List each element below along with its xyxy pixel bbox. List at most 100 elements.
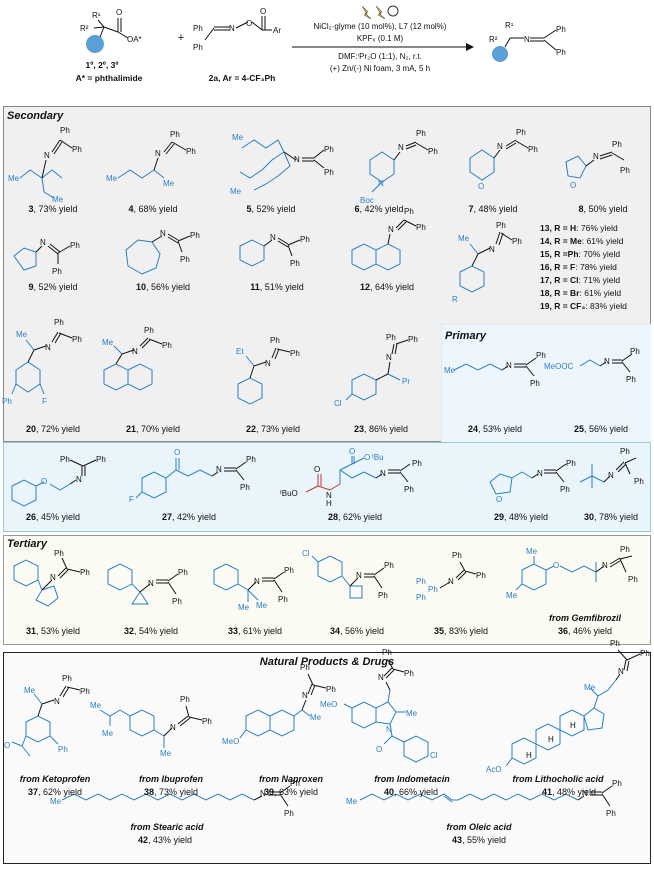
svg-text:N: N: [170, 723, 176, 732]
svg-text:N: N: [160, 229, 166, 238]
svg-text:Ph: Ph: [384, 561, 394, 570]
svg-text:Ph: Ph: [416, 593, 426, 602]
svg-text:N: N: [260, 789, 266, 798]
r2-label: R²: [80, 24, 89, 33]
reactant-2-structure: Ph Ph N O O Ar: [193, 7, 281, 52]
svg-text:O: O: [364, 453, 370, 462]
svg-text:Ph: Ph: [634, 477, 644, 486]
svg-text:Ph: Ph: [284, 566, 294, 575]
svg-text:Ph: Ph: [186, 147, 196, 156]
r-series-18: 18, R = Br: 61% yield: [540, 288, 622, 298]
svg-text:Me: Me: [24, 686, 36, 695]
compound-23-label: 23, 86% yield: [353, 424, 409, 434]
svg-text:N: N: [45, 343, 51, 352]
svg-text:N: N: [76, 475, 82, 484]
svg-text:N: N: [604, 357, 610, 366]
section-title-natural: Natural Products & Drugs: [259, 656, 395, 668]
svg-text:Ph: Ph: [70, 241, 80, 250]
svg-text:O: O: [349, 447, 355, 456]
svg-text:Ph: Ph: [190, 231, 200, 240]
svg-text:Ph: Ph: [416, 223, 426, 232]
compound-33-label: 33, 61% yield: [227, 626, 283, 636]
svg-text:Ph: Ph: [54, 318, 64, 327]
compound-31-label: 31, 53% yield: [25, 626, 81, 636]
compound-43-label: 43, 55% yield: [451, 835, 507, 845]
svg-text:Ph: Ph: [404, 669, 414, 678]
svg-text:N: N: [132, 347, 138, 356]
svg-text:Ph: Ph: [476, 571, 486, 580]
svg-text:Ph: Ph: [80, 687, 90, 696]
compound-37-label: 37, 62% yield: [27, 787, 83, 797]
svg-text:Ph: Ph: [2, 397, 12, 406]
r-series-14: 14, R = Me: 61% yield: [540, 236, 624, 246]
product-ph2: Ph: [556, 48, 566, 57]
svg-text:Me: Me: [584, 683, 596, 692]
compound-3-label: 3, 73% yield: [28, 204, 78, 214]
svg-text:Ph: Ph: [96, 455, 106, 464]
svg-text:N: N: [44, 151, 50, 160]
svg-text:Ph: Ph: [60, 126, 70, 135]
svg-text:Ph: Ph: [404, 207, 414, 216]
svg-text:N: N: [216, 465, 222, 474]
svg-text:Ph: Ph: [620, 545, 630, 554]
svg-text:Ph: Ph: [54, 549, 64, 558]
svg-text:F: F: [42, 397, 47, 406]
svg-text:N: N: [388, 225, 394, 234]
compound-40-label: 40, 66% yield: [383, 787, 439, 797]
compound-27-label: 27, 42% yield: [161, 512, 217, 522]
svg-text:Ph: Ph: [300, 235, 310, 244]
phthalimide-label: A* = phthalimide: [75, 73, 143, 83]
svg-text:Ph: Ph: [452, 551, 462, 560]
svg-text:R: R: [452, 295, 458, 304]
svg-text:Ph: Ph: [530, 379, 540, 388]
svg-text:Ph: Ph: [290, 349, 300, 358]
svg-text:Me: Me: [102, 338, 114, 347]
svg-text:N: N: [380, 469, 386, 478]
compound-26-label: 26, 45% yield: [25, 512, 81, 522]
compound-28-label: 28, 62% yield: [327, 512, 383, 522]
svg-text:Cl: Cl: [334, 399, 342, 408]
svg-text:Me: Me: [444, 366, 456, 375]
compound-7-label: 7, 48% yield: [468, 204, 518, 214]
r-series-list: 13, R = H: 76% yield 14, R = Me: 61% yie…: [540, 222, 627, 313]
svg-text:Cl: Cl: [430, 751, 438, 760]
svg-text:N: N: [602, 561, 608, 570]
compound-25-label: 25, 56% yield: [573, 424, 629, 434]
product-n: N: [524, 35, 530, 44]
compound-42-source: from Stearic acid: [130, 822, 204, 832]
r-series-19: 19, R = CF₃: 83% yield: [540, 301, 627, 311]
svg-text:N: N: [50, 573, 56, 582]
svg-text:Me: Me: [346, 797, 358, 806]
svg-text:N: N: [270, 233, 276, 242]
svg-text:Ph: Ph: [378, 591, 388, 600]
compound-4-label: 4, 68% yield: [128, 204, 178, 214]
svg-text:Ph: Ph: [612, 140, 622, 149]
svg-text:Ph: Ph: [180, 255, 190, 264]
svg-text:Ph: Ph: [606, 809, 616, 818]
svg-text:N: N: [386, 725, 392, 734]
conditions-line2: KPF₆ (0.1 M): [356, 34, 404, 43]
svg-text:Me: Me: [106, 174, 118, 183]
svg-text:Ph: Ph: [428, 585, 438, 594]
svg-text:MeO: MeO: [320, 700, 337, 709]
compound-9-label: 9, 52% yield: [28, 282, 78, 292]
svg-text:N: N: [378, 673, 384, 682]
section-title-tertiary: Tertiary: [7, 538, 47, 550]
compound-21-label: 21, 70% yield: [125, 424, 181, 434]
compound-39-source: from Naproxen: [258, 774, 323, 784]
reactant2-oc: O: [260, 7, 266, 16]
svg-text:Ph: Ph: [416, 577, 426, 586]
compound-30-label: 30, 78% yield: [583, 512, 639, 522]
svg-text:Ph: Ph: [428, 147, 438, 156]
reactant2-ph2: Ph: [193, 43, 203, 52]
compound-36-label: 36, 46% yield: [557, 626, 613, 636]
reaction-arrow: [292, 43, 474, 51]
svg-text:Me: Me: [406, 709, 418, 718]
product-r2: R²: [489, 35, 498, 44]
svg-text:F: F: [129, 495, 134, 504]
reactant2-ar: Ar: [273, 26, 281, 35]
svg-text:Ph: Ph: [628, 575, 638, 584]
compound-6-label: 6, 42% yield: [354, 204, 404, 214]
